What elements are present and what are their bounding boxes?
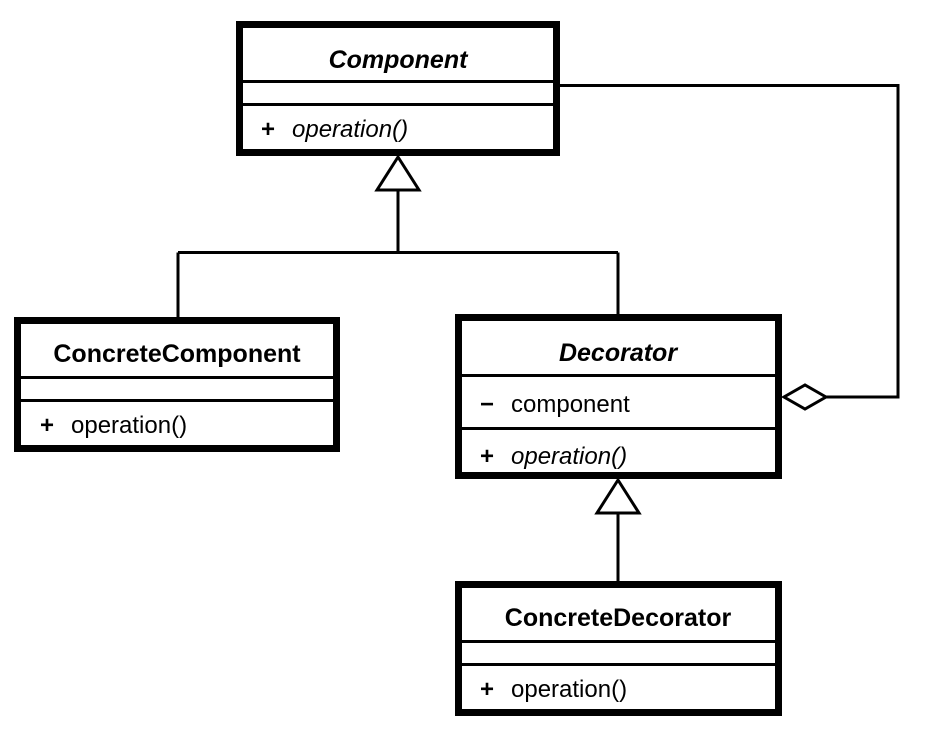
generalization-concretedecorator-to-decorator[interactable] xyxy=(594,477,642,582)
generalization-to-component[interactable] xyxy=(176,154,620,318)
component-box-outline xyxy=(236,21,560,156)
concrete-component-operation-name: operation() xyxy=(71,412,187,439)
hollow-triangle-icon-decorator xyxy=(594,477,642,515)
concrete-decorator-operation-visibility: + xyxy=(480,676,494,703)
generalization-tree-path xyxy=(176,190,620,318)
component-class-name: Component xyxy=(329,46,470,74)
aggregation-decorator-to-component[interactable] xyxy=(560,84,900,411)
decorator-box-outline xyxy=(455,314,782,479)
class-box-component[interactable]: Component + operation() xyxy=(236,21,560,156)
concrete-decorator-class-name: ConcreteDecorator xyxy=(505,604,732,632)
class-box-concrete-decorator[interactable]: ConcreteDecorator + operation() xyxy=(455,581,782,716)
hollow-triangle-icon-component xyxy=(374,154,422,192)
decorator-attribute-name: component xyxy=(511,391,630,418)
component-operation-visibility: + xyxy=(261,116,275,143)
decorator-operation-visibility: + xyxy=(480,443,494,470)
concrete-component-box-outline xyxy=(14,317,340,452)
component-operation-name: operation() xyxy=(292,116,408,143)
decorator-class-name: Decorator xyxy=(559,339,678,367)
concrete-decorator-box-outline xyxy=(455,581,782,716)
hollow-diamond-icon xyxy=(780,383,830,411)
concrete-component-class-name: ConcreteComponent xyxy=(53,340,301,368)
class-box-concrete-component[interactable]: ConcreteComponent + operation() xyxy=(14,317,340,452)
class-box-decorator[interactable]: Decorator − component + operation() xyxy=(455,314,782,479)
decorator-operation-name: operation() xyxy=(511,443,627,470)
decorator-attribute-visibility: − xyxy=(480,391,494,418)
concrete-decorator-operation-name: operation() xyxy=(511,676,627,703)
aggregation-link-path xyxy=(560,84,900,399)
concrete-component-operation-visibility: + xyxy=(40,412,54,439)
